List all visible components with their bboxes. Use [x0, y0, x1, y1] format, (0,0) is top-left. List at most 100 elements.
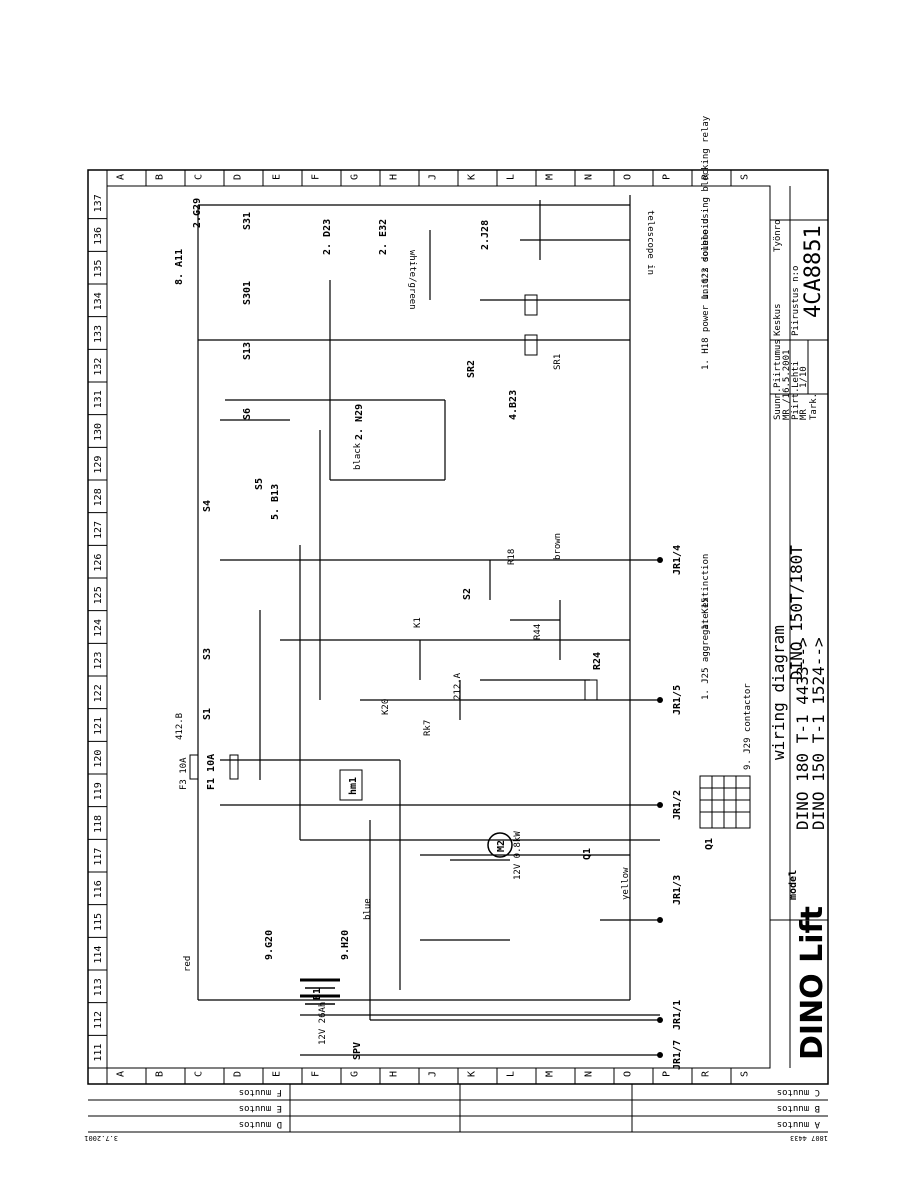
- grid-letter-J: J: [428, 174, 439, 180]
- grid-letter-C: C: [194, 1071, 205, 1077]
- grid-letter-D: D: [233, 1071, 244, 1077]
- revision-f: F muutos: [239, 1087, 282, 1097]
- revision-c: C muutos: [777, 1087, 820, 1097]
- grid-number-130: 130: [93, 423, 104, 441]
- ref-412b: 412.B: [175, 713, 185, 740]
- grid-letter-K: K: [467, 1071, 478, 1077]
- switch-s4: S4: [202, 500, 213, 512]
- drawing-title: wiring diagram: [769, 625, 788, 760]
- conn-jr1-5: JR1/5: [672, 685, 683, 715]
- grid-number-136: 136: [93, 227, 104, 245]
- designer: MR /16.5.2001: [782, 350, 792, 420]
- sheet-number: 1/10: [799, 366, 809, 388]
- hour-meter-hm1: hm1: [339, 769, 363, 801]
- wire-brown: brown: [553, 533, 563, 560]
- note-h18: 1. H18 power unit's solenoid: [701, 218, 711, 370]
- model-line-1: DINO 180 T-1 4433-->: [793, 637, 812, 830]
- grid-number-112: 112: [93, 1011, 104, 1029]
- grid-letter-B: B: [155, 174, 166, 180]
- note-g22: 1. G22 double using blocking relay: [701, 115, 711, 300]
- grid-letter-D: D: [233, 174, 244, 180]
- ref-2n29: 2. N29: [354, 404, 365, 440]
- grid-number-119: 119: [93, 782, 104, 800]
- grid-letter-L: L: [506, 1071, 517, 1077]
- grid-number-111: 111: [93, 1044, 104, 1062]
- fuse-f3-label: F3 10A: [179, 757, 189, 790]
- revision-b: B muutos: [777, 1103, 820, 1113]
- grid-letter-L: L: [506, 174, 517, 180]
- wire-blue: blue: [363, 898, 373, 920]
- conn-jr1-1: JR1/1: [672, 1000, 683, 1030]
- footer-code: 1807 4433: [790, 1134, 828, 1142]
- grid-number-134: 134: [93, 292, 104, 310]
- grid-number-125: 125: [93, 586, 104, 604]
- grid-letter-F: F: [311, 1071, 322, 1077]
- relay-sr1: [524, 334, 538, 356]
- grid-number-115: 115: [93, 913, 104, 931]
- grid-letter-R: R: [701, 1070, 712, 1077]
- drawing-subtitle: DINO 150T/180T: [787, 545, 806, 680]
- ref-9h20: 9.H20: [340, 930, 351, 960]
- grid-letter-S: S: [740, 174, 751, 180]
- grid-letter-M: M: [545, 174, 556, 180]
- grid-number-113: 113: [93, 978, 104, 996]
- relay-k1: [584, 679, 598, 701]
- grid-number-128: 128: [93, 488, 104, 506]
- label-piirtumus: Piirtumus: [773, 339, 783, 388]
- conn-jr1-3: JR1/3: [672, 875, 683, 905]
- fuse-f1-label: F1 10A: [206, 754, 217, 790]
- revision-e: E muutos: [239, 1103, 282, 1113]
- grid-letter-P: P: [662, 1071, 673, 1077]
- note-j29: 9. J29 contactor: [743, 683, 753, 770]
- label-piirt: Piirt.: [791, 387, 801, 420]
- motor-label: M2: [496, 840, 507, 852]
- grid-letter-S: S: [740, 1071, 751, 1077]
- label-keskus: Keskus: [773, 303, 783, 336]
- label-piirustus-no: Piirustus n:o: [791, 266, 801, 336]
- wire-white-green: white/green: [407, 250, 417, 310]
- grid-number-131: 131: [93, 390, 104, 408]
- drawing-frame: [106, 185, 771, 1069]
- grid-letter-O: O: [623, 174, 634, 180]
- note-j25: 1. J25 aggregate extinction: [701, 554, 711, 700]
- grid-letter-F: F: [311, 174, 322, 180]
- conn-jr1-4: JR1/4: [672, 545, 683, 575]
- relay-k1-label: K1: [413, 617, 423, 628]
- switch-s3: S3: [202, 648, 213, 660]
- dino-lift-logo: DINO Lift: [795, 906, 830, 1060]
- fuse-f3: F3 10A: [179, 754, 199, 790]
- grid-number-132: 132: [93, 358, 104, 376]
- hour-meter-label: hm1: [348, 777, 359, 795]
- q1-table-label: Q1: [704, 838, 715, 850]
- grid-letter-A: A: [116, 174, 127, 180]
- conn-jr1-7: JR1/7: [672, 1040, 683, 1070]
- label-tyonro: Työnro: [773, 219, 783, 252]
- grid-letter-K: K: [467, 174, 478, 180]
- grid-letter-M: M: [545, 1071, 556, 1077]
- drawer: MR: [799, 409, 809, 420]
- relay-r44-label: R44: [533, 624, 543, 640]
- grid-number-135: 135: [93, 260, 104, 278]
- grid-letter-C: C: [194, 174, 205, 180]
- grid-letter-J: J: [428, 1071, 439, 1077]
- grid-number-116: 116: [93, 880, 104, 898]
- grid-letter-G: G: [350, 174, 361, 180]
- grid-letter-E: E: [272, 174, 283, 180]
- q1-switch-table: Q1: [699, 775, 751, 850]
- ref-8a11: 8. A11: [174, 249, 185, 285]
- schematic-wiring: [197, 195, 660, 1056]
- motor-m2: M2 12V 0.8kW: [487, 831, 523, 880]
- ref-5b13: 5. B13: [270, 484, 281, 520]
- wire-red: red: [183, 956, 193, 972]
- grid-letter-B: B: [155, 1071, 166, 1077]
- relay-r18-label: R18: [507, 549, 517, 565]
- ref-2e32: 2. E32: [378, 219, 389, 255]
- conn-jr1-2: JR1/2: [672, 790, 683, 820]
- ref-212a: 212.A: [453, 672, 463, 700]
- grid-number-121: 121: [93, 717, 104, 735]
- grid-letter-P: P: [662, 174, 673, 180]
- grid-number-114: 114: [93, 946, 104, 964]
- label-lehti: Lehti: [791, 361, 801, 388]
- connectors: JR1/7 JR1/1 JR1/3 JR1/2 JR1/5 JR1/4: [657, 545, 683, 1070]
